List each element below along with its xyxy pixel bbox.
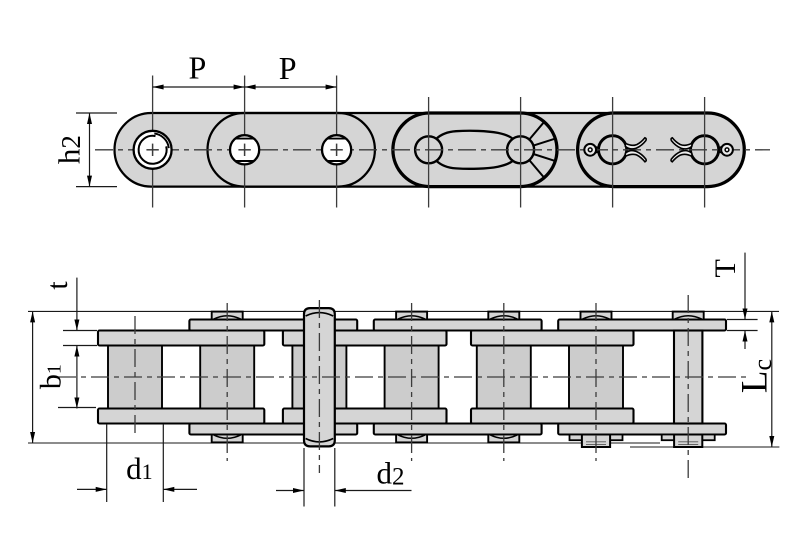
svg-text:t: t <box>41 281 74 290</box>
svg-text:P: P <box>279 50 297 86</box>
svg-text:T: T <box>709 259 742 277</box>
svg-text:h2: h2 <box>51 135 86 164</box>
svg-text:P: P <box>189 49 207 85</box>
